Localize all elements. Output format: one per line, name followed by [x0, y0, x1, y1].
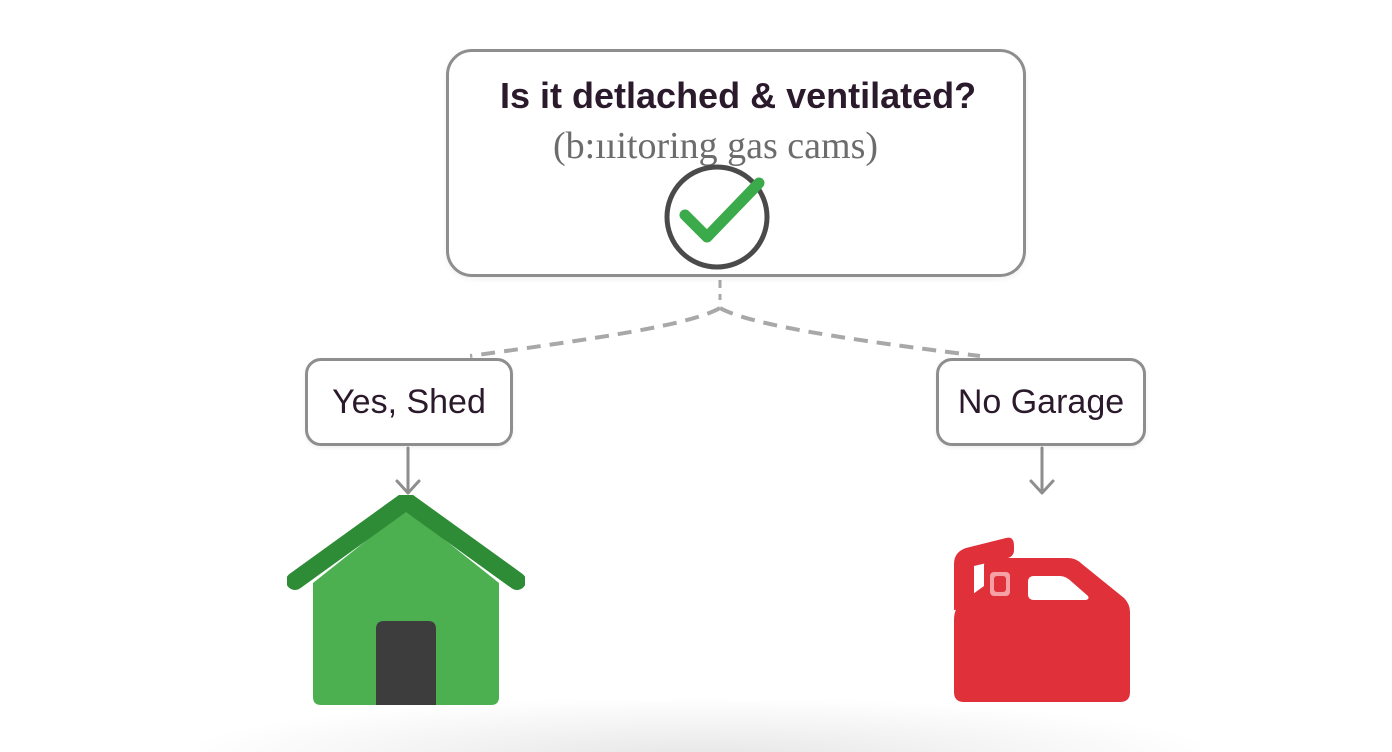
gas-can-icon [954, 537, 1130, 702]
house-icon [287, 495, 525, 705]
connector-left-branch [469, 306, 721, 358]
arrow-to-gas-can [1029, 446, 1055, 495]
question-subtitle: (b:ııitoring gas cams) [553, 125, 879, 167]
answer-yes-shed: Yes, Shed [305, 358, 513, 446]
question-box [446, 49, 1026, 277]
answer-no-garage: No Garage [936, 358, 1146, 446]
connector-right-branch [719, 306, 981, 358]
question-title: Is it detlached & ventilated? [500, 75, 977, 116]
check-circle-icon [664, 164, 770, 270]
ground-shadow [200, 700, 1200, 752]
arrow-to-house [395, 446, 421, 495]
